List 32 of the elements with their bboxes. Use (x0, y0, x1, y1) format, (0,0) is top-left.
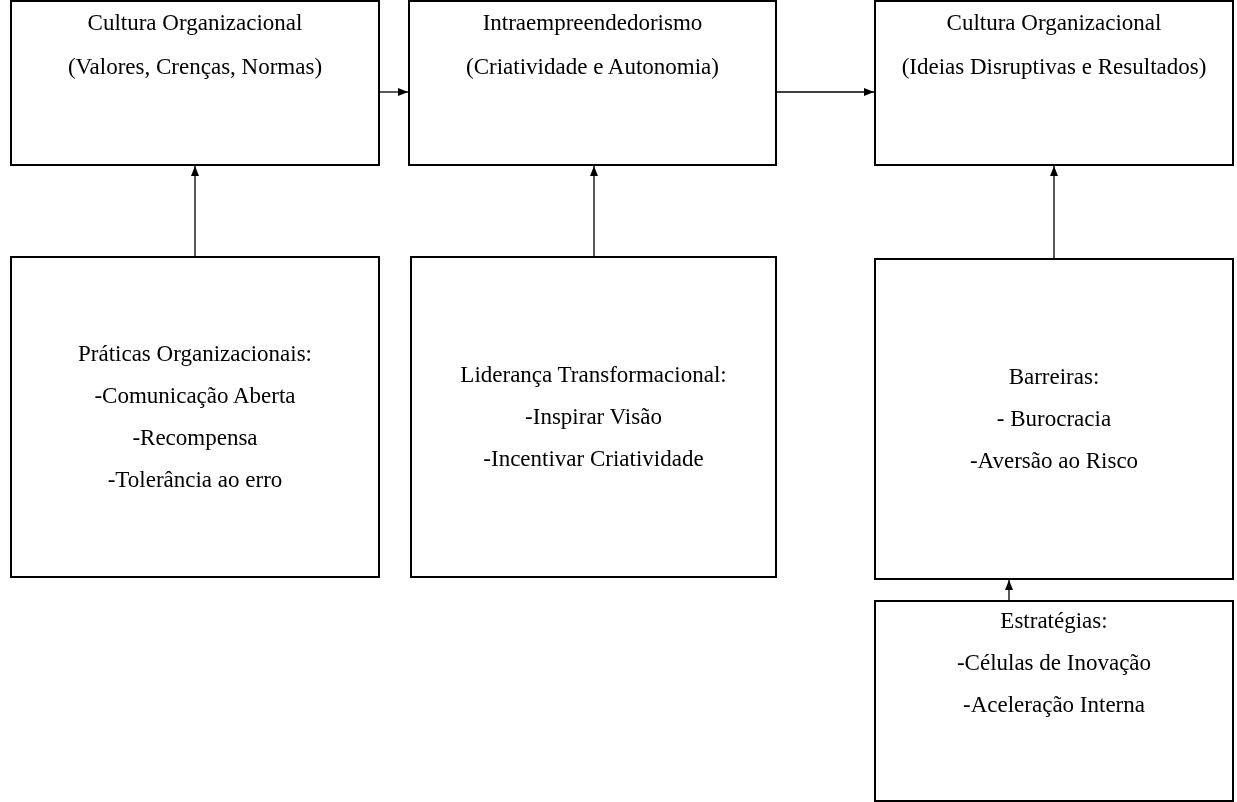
box-text: -Aversão ao Risco (969, 446, 1139, 475)
text-box (10, 0, 380, 166)
box-heading: Práticas Organizacionais: (78, 340, 312, 369)
box-text: (Ideias Disruptivas e Resultados) (901, 52, 1207, 81)
arrow (191, 165, 199, 257)
text-box (10, 256, 380, 578)
box-heading: Cultura Organizacional (946, 9, 1162, 37)
text-box (874, 258, 1234, 580)
text-box (874, 600, 1234, 802)
box-text: (Valores, Crenças, Normas) (67, 52, 323, 81)
box-text: -Recompensa (132, 424, 258, 452)
box-heading: Intraempreendedorismo (482, 9, 703, 37)
box-heading: Barreiras: (1008, 363, 1100, 392)
box-text: - Burocracia (996, 405, 1112, 434)
text-box (408, 0, 777, 166)
box-heading: Estratégias: (1000, 607, 1108, 635)
arrow (379, 88, 409, 96)
text-box (410, 256, 777, 578)
arrow (590, 165, 598, 257)
arrow (776, 88, 875, 96)
box-text: -Células de Inovação (956, 648, 1152, 677)
box-text: -Aceleração Interna (963, 690, 1145, 719)
box-text: -Tolerância ao erro (107, 465, 283, 494)
box-text: -Incentivar Criatividade (483, 444, 704, 473)
box-heading: Liderança Transformacional: (460, 361, 727, 390)
box-text: -Comunicação Aberta (94, 382, 296, 411)
arrow (1050, 165, 1058, 259)
text-box (874, 0, 1234, 166)
arrow (1005, 579, 1013, 601)
box-heading: Cultura Organizacional (87, 9, 303, 37)
box-text: -Inspirar Visão (525, 403, 662, 432)
box-text: (Criatividade e Autonomia) (466, 52, 719, 81)
